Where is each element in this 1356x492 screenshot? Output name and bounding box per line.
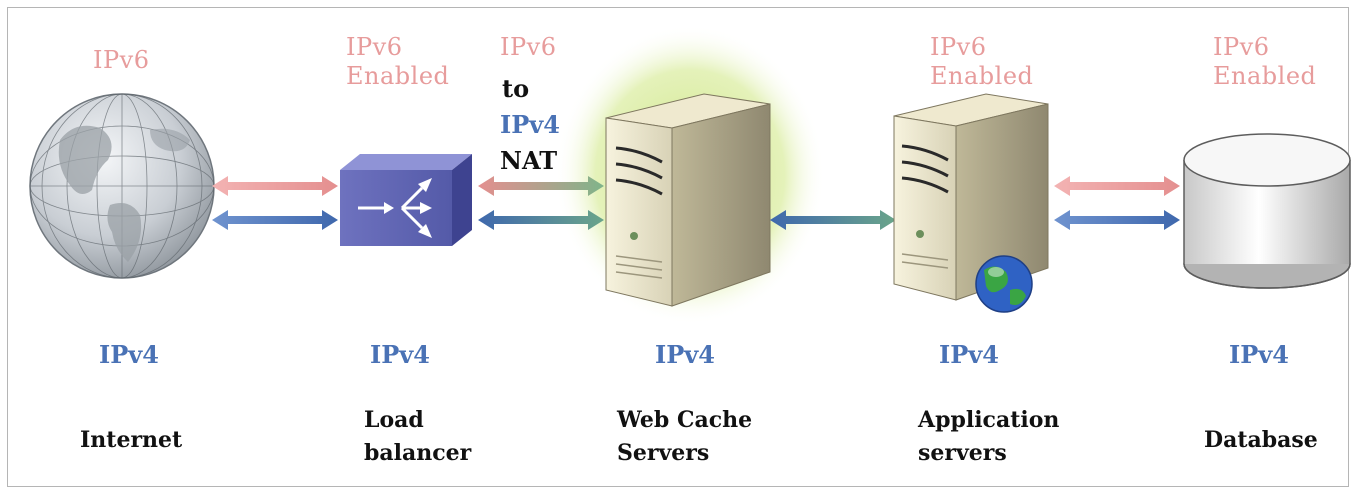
- load-balancer-icon: [340, 154, 472, 246]
- internet-globe-icon: [29, 93, 215, 279]
- application-server-icon: [893, 93, 1049, 301]
- nat-ipv6-label: IPv6: [500, 33, 557, 61]
- internet-ipv6-label: IPv6: [93, 46, 150, 74]
- web-cache-server-icon: [605, 93, 771, 307]
- cache-name: Web Cache Servers: [617, 407, 753, 466]
- db-ipv6-label: IPv6 Enabled: [1213, 33, 1317, 91]
- database-icon: [1183, 133, 1351, 289]
- link-app-db-ipv4: [1054, 210, 1180, 230]
- internet-ipv4-label: IPv4: [99, 340, 159, 369]
- link-lb-cache-ipv6: [478, 176, 604, 196]
- db-name: Database: [1204, 427, 1318, 453]
- lb-ipv6-label: IPv6 Enabled: [346, 33, 450, 91]
- nat-to-label: to: [502, 74, 530, 103]
- web-globe-icon: [975, 255, 1033, 313]
- link-app-db-ipv6: [1054, 176, 1180, 196]
- link-internet-lb-ipv6: [212, 176, 338, 196]
- link-lb-cache-ipv4: [478, 210, 604, 230]
- app-ipv6-label: IPv6 Enabled: [930, 33, 1034, 91]
- internet-name: Internet: [80, 427, 183, 453]
- app-ipv4-label: IPv4: [939, 340, 999, 369]
- link-internet-lb-ipv4: [212, 210, 338, 230]
- cache-ipv4-label: IPv4: [655, 340, 715, 369]
- lb-ipv4-label: IPv4: [370, 340, 430, 369]
- lb-name: Load balancer: [364, 407, 472, 466]
- nat-label: NAT: [500, 146, 558, 175]
- app-name: Application servers: [918, 407, 1060, 466]
- link-cache-app: [770, 210, 896, 230]
- db-ipv4-label: IPv4: [1229, 340, 1289, 369]
- nat-ipv4-label: IPv4: [500, 110, 560, 139]
